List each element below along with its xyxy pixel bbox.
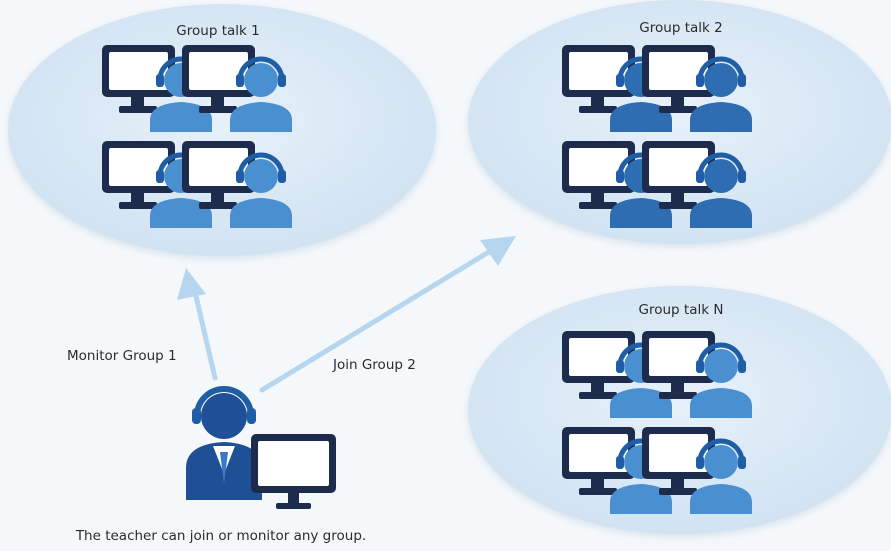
- student-station: [562, 331, 672, 418]
- group-talk-1: Group talk 1: [8, 4, 436, 256]
- computer-monitor-icon: [102, 45, 175, 113]
- student-station: [182, 141, 292, 228]
- group-n-stations: [562, 331, 752, 514]
- student-station: [642, 331, 752, 418]
- student-headset-icon: [690, 152, 752, 228]
- group-1-title: Group talk 1: [176, 23, 259, 39]
- teacher-caption: The teacher can join or monitor any grou…: [75, 528, 366, 544]
- student-headset-icon: [690, 56, 752, 132]
- group-talk-n: Group talk N: [468, 286, 891, 534]
- group-1-area: [8, 4, 436, 256]
- student-station: [182, 45, 292, 132]
- group-n-area: [468, 286, 891, 534]
- student-headset-icon: [230, 56, 292, 132]
- join-arrow: [259, 236, 516, 393]
- student-headset-icon: [230, 152, 292, 228]
- group-n-title: Group talk N: [639, 302, 724, 318]
- student-headset-icon: [690, 438, 752, 514]
- teacher-computer-icon: [251, 434, 336, 509]
- group-2-title: Group talk 2: [639, 20, 722, 36]
- student-station: [642, 141, 752, 228]
- group-1-stations: [102, 45, 292, 228]
- group-2-stations: [562, 45, 752, 228]
- student-station: [642, 427, 752, 514]
- teacher-headset-icon: [186, 386, 262, 500]
- group-talk-2: Group talk 2: [468, 0, 891, 244]
- student-station: [562, 45, 672, 132]
- computer-monitor-icon: [562, 45, 635, 113]
- monitor-arrow: [177, 268, 218, 381]
- student-headset-icon: [690, 342, 752, 418]
- teacher-station: [186, 386, 336, 509]
- monitor-group-label: Monitor Group 1: [67, 348, 177, 364]
- join-group-label: Join Group 2: [332, 357, 416, 373]
- student-station: [642, 45, 752, 132]
